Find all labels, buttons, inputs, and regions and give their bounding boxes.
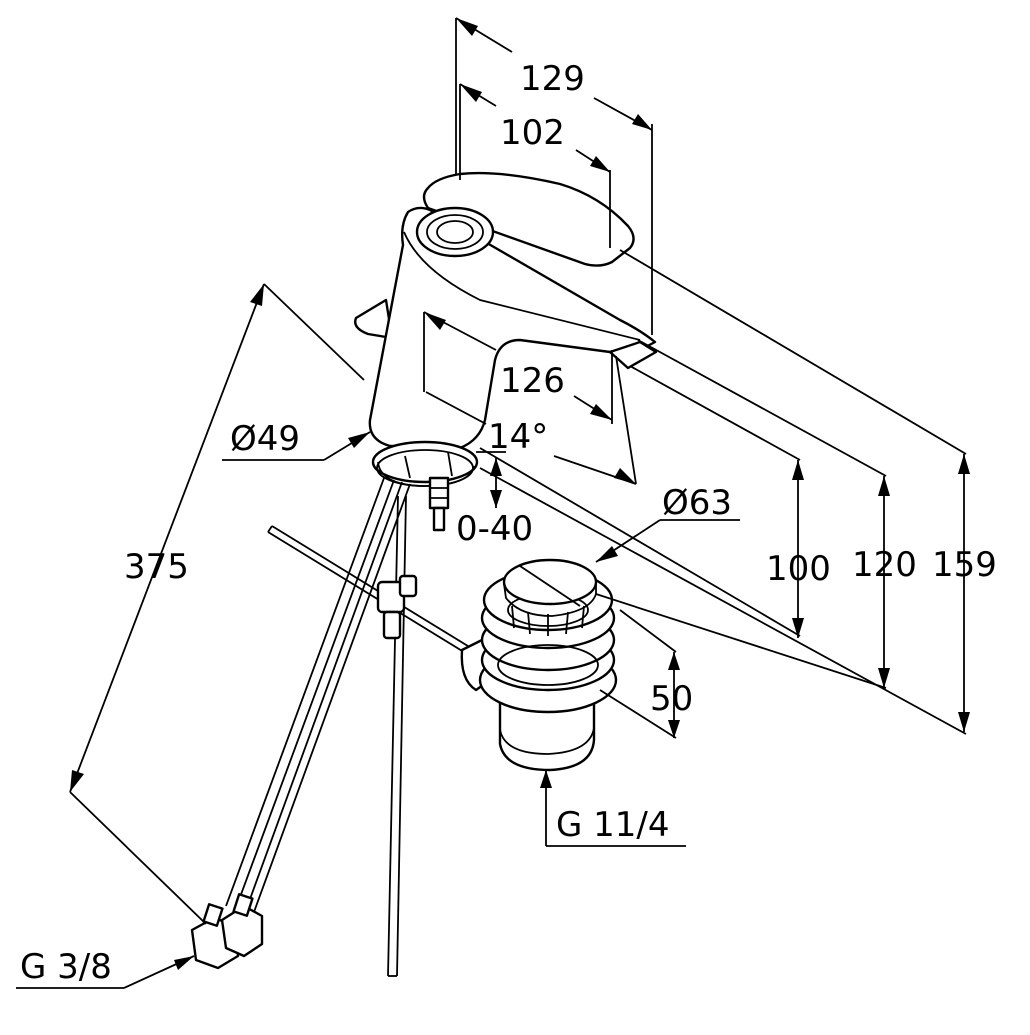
dim-lever-length: 102	[500, 113, 565, 153]
dim-spout-reach: 126	[500, 361, 565, 401]
dim-deck-thickness: 0-40	[456, 509, 533, 549]
hose-connectors	[190, 893, 264, 970]
faucet-body	[354, 171, 658, 532]
dim-overall-height: 159	[932, 545, 997, 585]
dimension-labels: 129 102 126 14° Ø49 Ø63 375 0-40 100 120…	[20, 59, 997, 987]
dim-waste-thread: G 11/4	[556, 805, 670, 845]
dim-waste-height: 50	[650, 679, 693, 719]
dim-hose-length: 375	[124, 547, 189, 587]
supply-hoses	[225, 477, 411, 977]
dim-pop-up-diameter: Ø63	[662, 483, 732, 523]
dim-outlet-height: 120	[852, 545, 917, 585]
pop-up-rod	[267, 525, 498, 692]
dim-supply-thread: G 3/8	[20, 947, 112, 987]
dim-base-diameter: Ø49	[230, 419, 300, 459]
waste-valve	[478, 558, 618, 772]
dim-total-length: 129	[520, 59, 585, 99]
dimension-lines	[16, 17, 970, 989]
dim-lever-angle: 14°	[488, 417, 548, 457]
dim-spout-height: 100	[766, 549, 831, 589]
